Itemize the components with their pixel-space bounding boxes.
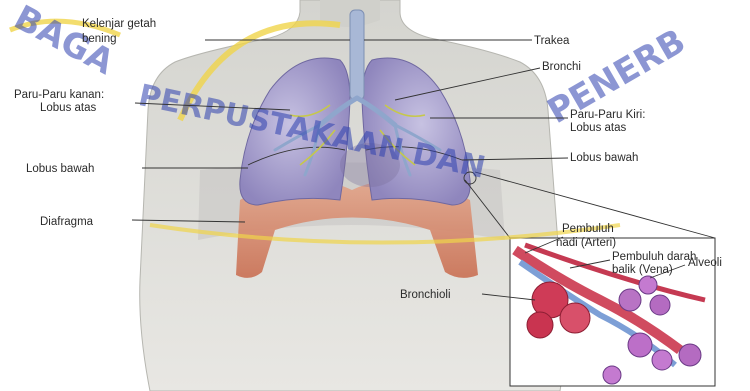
- label-paru-kanan-1: Paru-Paru kanan:: [14, 89, 104, 101]
- label-paru-kiri-2: Lobus atas: [570, 122, 627, 134]
- label-kelenjar-2: bening: [82, 33, 117, 45]
- label-lobus-bawah-kanan: Lobus bawah: [26, 163, 94, 175]
- label-lobus-bawah-kiri: Lobus bawah: [570, 152, 638, 164]
- label-bronchioli: Bronchioli: [400, 289, 451, 301]
- label-alveoli: Alveoli: [688, 257, 722, 269]
- label-trakea: Trakea: [534, 35, 570, 47]
- label-arteri-2: nadi (Arteri): [556, 237, 616, 249]
- label-diafragma: Diafragma: [40, 216, 94, 228]
- label-vena-1: Pembuluh darah: [612, 251, 696, 263]
- label-paru-kanan-2: Lobus atas: [40, 102, 97, 114]
- label-kelenjar-1: Kelenjar getah: [82, 18, 156, 30]
- trachea: [350, 10, 364, 100]
- label-bronchi: Bronchi: [542, 61, 581, 73]
- label-paru-kiri-1: Paru-Paru Kiri:: [570, 109, 645, 121]
- label-arteri-1: Pembuluh: [562, 223, 614, 235]
- label-vena-2: balik (Vena): [612, 264, 673, 276]
